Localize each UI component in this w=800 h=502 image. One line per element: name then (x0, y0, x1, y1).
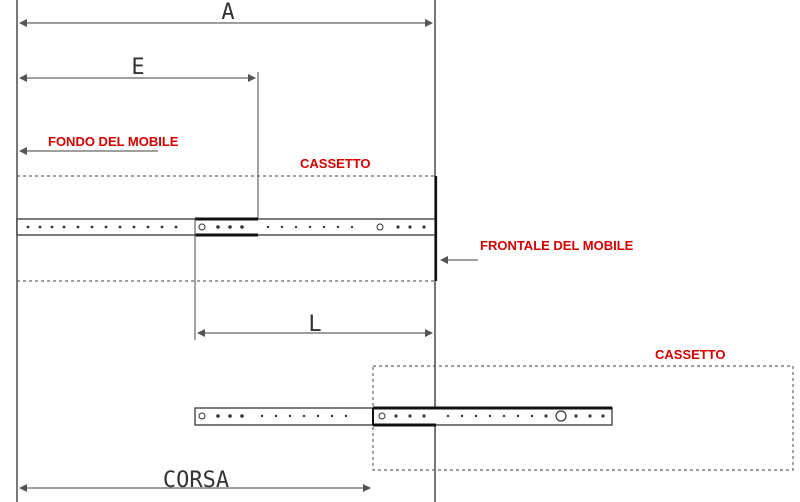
cassetto-open-label: CASSETTO (655, 347, 726, 362)
dimension-l-label: L (308, 312, 321, 337)
rail-open (194, 406, 613, 427)
dimension-e-label: E (131, 55, 144, 80)
frontale-mobile-label: FRONTALE DEL MOBILE (480, 238, 634, 253)
cassetto-closed-label: CASSETTO (300, 156, 371, 171)
dimension-corsa-label: CORSA (163, 468, 229, 493)
fondo-mobile-label: FONDO DEL MOBILE (48, 134, 179, 149)
rail-closed (16, 217, 436, 237)
dimension-a-label: A (221, 0, 234, 25)
